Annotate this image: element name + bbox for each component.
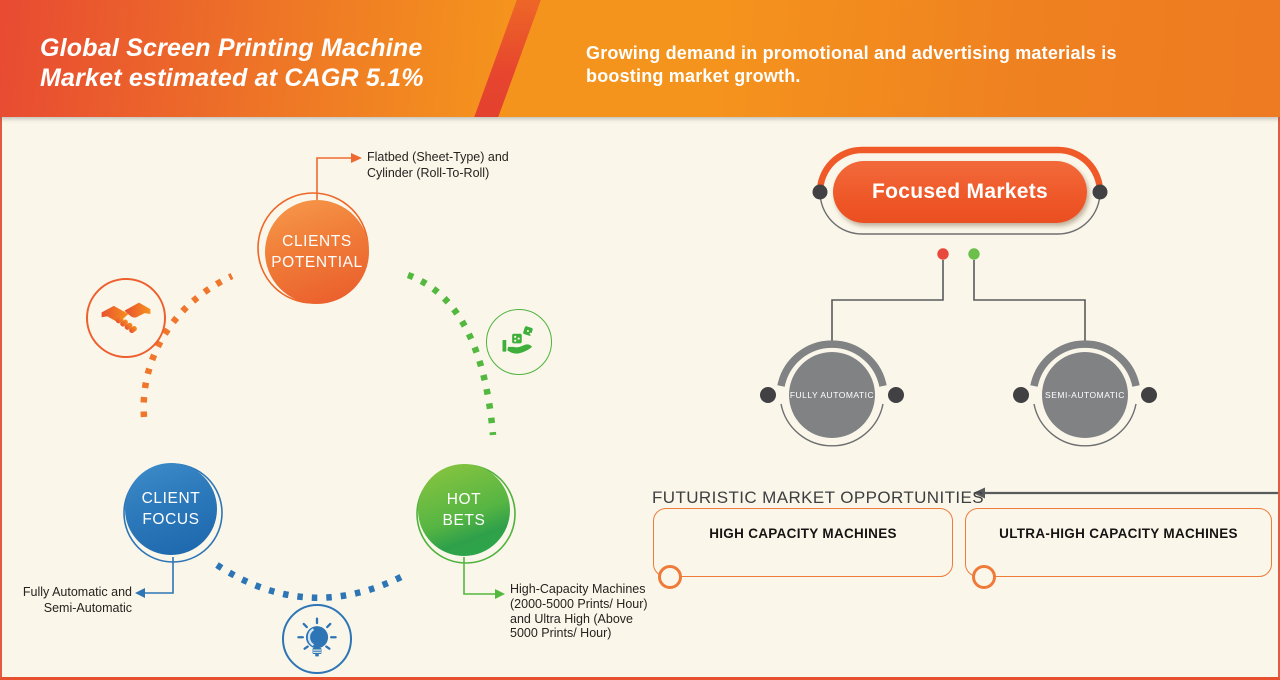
- annotation-flatbed: Flatbed (Sheet-Type) and Cylinder (Roll-…: [367, 150, 509, 181]
- handshake-icon: [86, 278, 166, 358]
- fully-automatic-left-dot: [760, 387, 776, 403]
- opportunity-card-high-capacity-ring: [658, 565, 682, 589]
- client-focus-label: CLIENT FOCUS: [142, 488, 201, 530]
- semi-automatic-left-dot: [1013, 387, 1029, 403]
- green-dotted-arc: [406, 271, 497, 436]
- dice-hand-icon: [486, 309, 552, 375]
- stadium-top-arc: [816, 146, 1104, 193]
- opportunities-arrowhead: [973, 487, 985, 499]
- page-title: Global Screen Printing Machine Market es…: [40, 33, 424, 93]
- dice-hand-glyph: [502, 326, 533, 354]
- page-subtitle-line2: boosting market growth.: [586, 66, 801, 86]
- stadium-right-dot: [1092, 184, 1108, 200]
- branch-semi-automatic: SEMI-AUTOMATIC: [1042, 352, 1128, 438]
- node-clients-potential: CLIENTS POTENTIAL: [265, 200, 369, 304]
- hot-bets-arrowhead: [495, 589, 505, 599]
- opportunity-card-high-capacity-label: HIGH CAPACITY MACHINES: [709, 526, 897, 541]
- branch-dot-red: [937, 248, 949, 260]
- branch-line-right: [973, 260, 1086, 341]
- node-hot-bets: HOT BETS: [418, 464, 510, 556]
- orange-dotted-arc: [140, 273, 234, 418]
- annotation-high-capacity-line2: (2000-5000 Prints/ Hour): [510, 596, 648, 611]
- annotation-high-capacity-line4: 5000 Prints/ Hour): [510, 626, 612, 641]
- stadium-left-dot: [812, 184, 828, 200]
- branch-dot-green: [968, 248, 980, 260]
- semi-automatic-right-dot: [1141, 387, 1157, 403]
- hot-bets-connector: [463, 557, 495, 595]
- lightbulb-glyph: [297, 617, 337, 657]
- page-subtitle: Growing demand in promotional and advert…: [586, 42, 1117, 88]
- clients-potential-label-line1: CLIENTS: [282, 233, 352, 250]
- hot-bets-label-line2: BETS: [442, 512, 486, 529]
- opportunities-heading: FUTURISTIC MARKET OPPORTUNITIES: [652, 488, 984, 507]
- branch-line-left: [831, 260, 944, 341]
- semi-automatic-top-arc: [1030, 340, 1140, 387]
- fully-automatic-right-dot: [888, 387, 904, 403]
- header-banner: Global Screen Printing Machine Market es…: [0, 0, 1280, 117]
- blue-dotted-arc: [215, 562, 407, 601]
- client-focus-label-line2: FOCUS: [142, 511, 200, 528]
- annotation-flatbed-line1: Flatbed (Sheet-Type) and: [367, 150, 509, 164]
- handshake-glyph: [101, 302, 151, 334]
- clients-potential-arrowhead: [351, 153, 362, 163]
- annotation-high-capacity-line1: High-Capacity Machines: [510, 582, 646, 596]
- opportunity-card-ultra-high-capacity-ring: [972, 565, 996, 589]
- fully-automatic-label: FULLY AUTOMATIC: [789, 390, 875, 400]
- hot-bets-label-line1: HOT: [446, 491, 482, 508]
- banner-diagonal-stripe: [469, 0, 545, 117]
- semi-automatic-label: SEMI-AUTOMATIC: [1045, 390, 1125, 400]
- opportunity-card-ultra-high-capacity-label: ULTRA-HIGH CAPACITY MACHINES: [999, 526, 1238, 541]
- page-title-line2: Market estimated at CAGR 5.1%: [40, 64, 424, 92]
- stadium-bottom-arc: [819, 191, 1101, 235]
- annotation-automatic-line1: Fully Automatic and: [22, 585, 132, 599]
- clients-potential-label: CLIENTS POTENTIAL: [271, 231, 363, 273]
- hot-bets-label: HOT BETS: [443, 489, 486, 531]
- opportunity-card-ultra-high-capacity: ULTRA-HIGH CAPACITY MACHINES: [965, 508, 1272, 577]
- annotation-automatic-line2: Semi-Automatic: [43, 600, 132, 615]
- client-focus-label-line1: CLIENT: [141, 490, 201, 507]
- lightbulb-icon: [282, 604, 352, 674]
- branch-fully-automatic: FULLY AUTOMATIC: [789, 352, 875, 438]
- clients-potential-connector: [316, 157, 351, 207]
- connector-layer: [123, 146, 1278, 601]
- opportunity-card-high-capacity: HIGH CAPACITY MACHINES: [653, 508, 953, 577]
- node-client-focus: CLIENT FOCUS: [125, 463, 217, 555]
- client-focus-arrowhead: [135, 588, 145, 598]
- clients-potential-label-line2: POTENTIAL: [271, 254, 363, 271]
- annotation-high-capacity-line3: and Ultra High (Above: [510, 611, 633, 626]
- client-focus-connector: [145, 557, 174, 594]
- annotation-flatbed-line2: Cylinder (Roll-To-Roll): [367, 165, 490, 180]
- fully-automatic-bottom-arc: [780, 403, 884, 447]
- diagram-area: CLIENTS POTENTIAL CLIENT FOCUS HOT BETS: [0, 117, 1280, 680]
- annotation-automatic: Fully Automatic and Semi-Automatic: [10, 585, 132, 616]
- page-title-line1: Global Screen Printing Machine: [40, 34, 423, 62]
- focused-markets-title: Focused Markets: [871, 180, 1049, 203]
- page-subtitle-line1: Growing demand in promotional and advert…: [586, 43, 1117, 63]
- annotation-high-capacity: High-Capacity Machines (2000-5000 Prints…: [510, 582, 648, 641]
- focused-markets-pill: Focused Markets: [833, 161, 1087, 223]
- fully-automatic-top-arc: [777, 340, 887, 387]
- semi-automatic-bottom-arc: [1033, 403, 1137, 447]
